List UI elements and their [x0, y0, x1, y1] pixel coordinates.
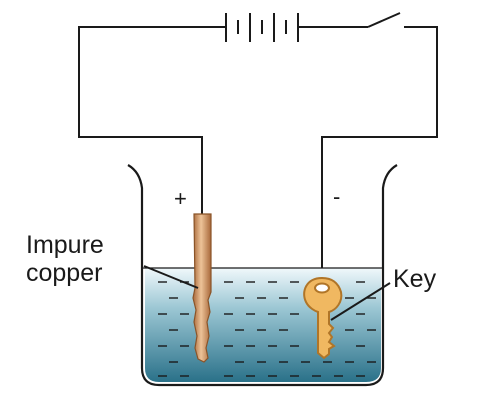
beaker-icon [127, 164, 398, 387]
cathode-label: Key [393, 265, 437, 293]
anode-leader-line [143, 265, 199, 289]
anode-label-line-2: copper [26, 259, 103, 287]
electrolyte-solution [145, 268, 381, 382]
anode-label-line-1: Impure [26, 231, 104, 259]
positive-terminal-sign: + [174, 186, 187, 211]
key-cathode [303, 276, 343, 360]
switch-icon [367, 12, 401, 28]
circuit-wires [78, 26, 438, 282]
cathode-leader-line [330, 282, 391, 321]
battery-icon [225, 13, 299, 42]
impure-copper-anode [192, 213, 212, 363]
negative-terminal-sign: - [333, 184, 341, 209]
